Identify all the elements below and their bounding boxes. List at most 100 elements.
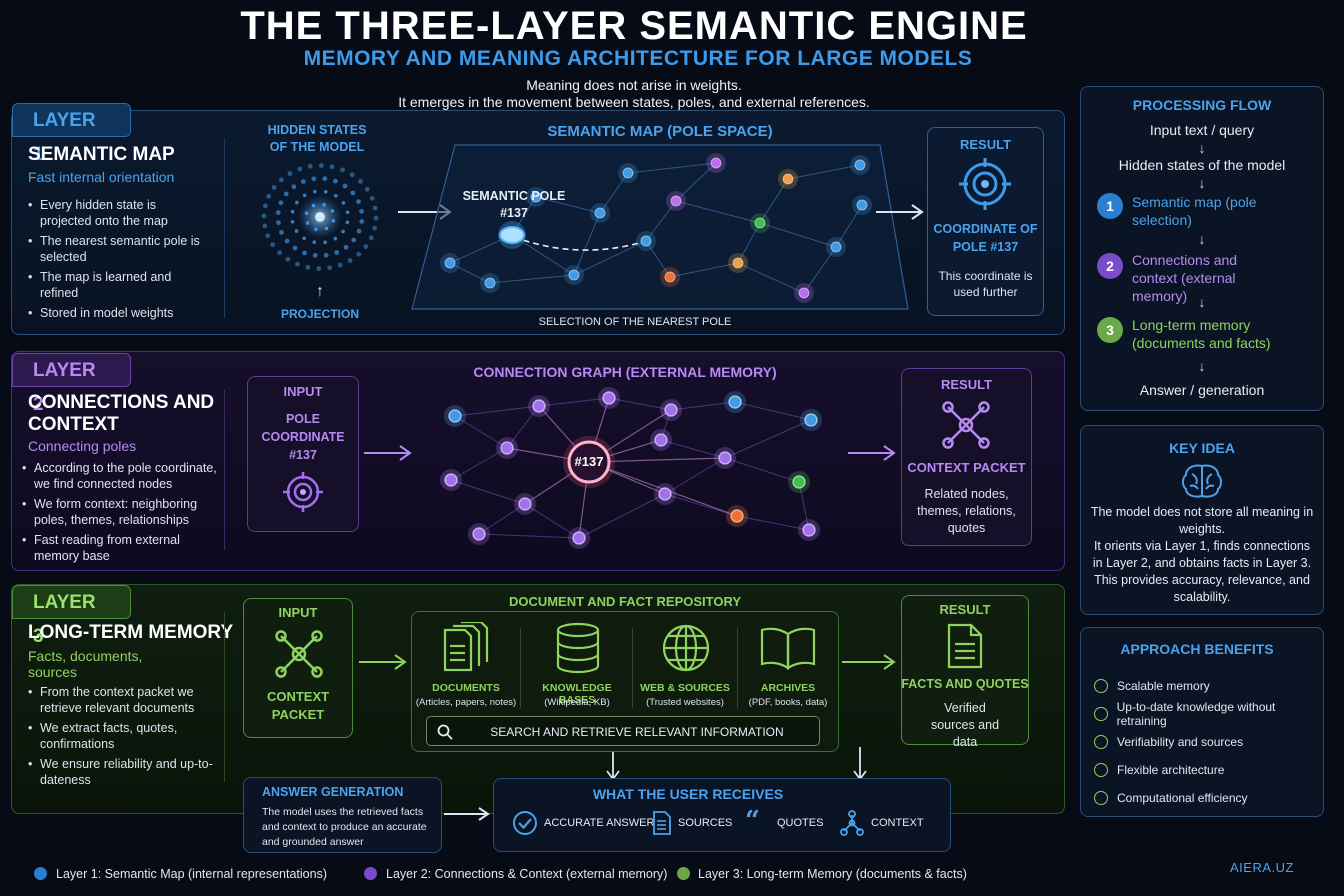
hidden-state-dot	[359, 208, 364, 214]
hidden-state-dot	[275, 210, 281, 215]
graph-edge	[588, 457, 726, 463]
hidden-state-dot	[359, 219, 365, 224]
repo-item-name: ARCHIVES	[760, 682, 816, 694]
target-icon	[959, 158, 1011, 210]
hidden-state-dot	[305, 221, 310, 225]
globe-icon	[662, 624, 710, 672]
list-item: Computational efficiency	[1094, 784, 1322, 812]
hidden-state-dot	[356, 199, 361, 205]
graph-edge	[478, 533, 580, 539]
graph-node	[792, 475, 806, 489]
list-item: We form context: neighboring poles, them…	[22, 496, 217, 528]
layer3-input-title: INPUT	[278, 605, 318, 620]
layer3-input-box	[243, 598, 353, 738]
repo-item-desc: (Trusted websites)	[646, 697, 724, 708]
arrow-right-icon	[848, 445, 896, 461]
graph-edge	[478, 503, 526, 535]
book-icon	[760, 627, 816, 671]
graph-edge	[450, 479, 526, 505]
graph-node	[718, 451, 732, 465]
semantic-pole-label: SEMANTIC POLE #137	[462, 189, 566, 220]
quote-icon: “	[745, 806, 760, 836]
receives-item-quotes: QUOTES	[777, 817, 824, 829]
arrow-down-icon: ↓	[1198, 231, 1206, 247]
receives-item-context: CONTEXT	[871, 817, 924, 829]
graph-edge	[454, 405, 540, 417]
hidden-state-dot	[337, 262, 343, 268]
hidden-state-dot	[341, 229, 345, 234]
layer3-subtitle: Facts, documents, sources	[28, 648, 143, 680]
hidden-state-dot	[373, 215, 379, 221]
benefits-list: Scalable memory Up-to-date knowledge wit…	[1094, 672, 1322, 812]
search-bar[interactable]: SEARCH AND RETRIEVE RELEVANT INFORMATION	[426, 716, 820, 746]
arrow-down-icon: ↓	[1198, 140, 1206, 156]
graph-edge	[734, 401, 812, 421]
graph-edge	[608, 397, 672, 411]
hidden-state-dot	[276, 220, 281, 226]
repo-item-name: WEB & SOURCES	[640, 682, 730, 694]
receives-item-answer: ACCURATE ANSWER	[544, 817, 655, 829]
hidden-state-dot	[368, 235, 374, 241]
hidden-state-dot	[323, 252, 329, 258]
map-node	[710, 157, 722, 169]
hidden-state-dot	[318, 163, 324, 168]
hidden-state-dot	[316, 266, 322, 271]
hidden-state-dot	[270, 242, 276, 248]
network-icon	[942, 401, 990, 449]
legend-layer1: Layer 1: Semantic Map (internal represen…	[56, 867, 327, 881]
hidden-state-dot	[292, 245, 298, 251]
map-node	[754, 217, 766, 229]
arrow-right-icon	[364, 445, 412, 461]
hidden-state-dot	[284, 238, 290, 244]
checkmark-icon	[1094, 763, 1108, 777]
layer3-input-text: CONTEXT PACKET	[266, 689, 330, 722]
layer2-input-title: INPUT	[283, 384, 323, 399]
list-item: Up-to-date knowledge without retraining	[1094, 700, 1322, 728]
hidden-state-dot	[271, 185, 277, 190]
layer2-result-text: Related nodes, themes, relations, quotes	[917, 487, 1016, 535]
map-node	[594, 207, 606, 219]
graph-edge	[660, 439, 726, 459]
hidden-state-dot	[330, 209, 335, 213]
graph-node	[518, 497, 532, 511]
repo-item-desc: (Articles, papers, notes)	[415, 697, 517, 708]
list-item: From the context packet we retrieve rele…	[28, 684, 213, 716]
page-title: THE THREE-LAYER SEMANTIC ENGINE	[240, 4, 1028, 48]
target-icon	[283, 472, 323, 512]
benefits-box	[1080, 627, 1324, 817]
checkmark-circle-icon	[513, 811, 537, 835]
layer2-result-head: CONTEXT PACKET	[907, 460, 1026, 475]
map-node	[854, 159, 866, 171]
arrow-right-icon	[842, 654, 896, 670]
benefits-title: APPROACH BENEFITS	[1120, 641, 1274, 657]
divider	[224, 612, 225, 782]
repo-item-desc: (PDF, books, data)	[748, 697, 828, 708]
hidden-states-cloud-icon	[261, 163, 379, 271]
graph-node	[532, 399, 546, 413]
graph-node	[472, 527, 486, 541]
layer1-bullets: Every hidden state is projected onto the…	[28, 197, 208, 325]
layer3-result-head: FACTS AND QUOTES	[901, 677, 1029, 691]
hidden-state-dot	[277, 250, 282, 256]
arrow-right-icon	[444, 807, 490, 821]
semantic-map	[411, 144, 909, 310]
network-icon	[275, 630, 323, 678]
hidden-state-dot	[305, 264, 311, 270]
hidden-state-dot	[278, 177, 284, 183]
list-item: According to the pole coordinate, we fin…	[22, 460, 217, 492]
answer-generation-text: The model uses the retrieved facts and c…	[262, 806, 427, 848]
flow-step-number: 3	[1097, 317, 1123, 343]
graph-node	[664, 403, 678, 417]
tagline-line-1: Meaning does not arise in weights.	[526, 77, 742, 93]
graph-node	[444, 473, 458, 487]
hidden-state-dot	[356, 228, 362, 234]
hidden-state-dot	[327, 265, 333, 271]
hidden-state-dot	[300, 179, 306, 184]
graph-node	[448, 409, 462, 423]
graph-node	[802, 523, 816, 537]
flow-step-1: Semantic map (pole selection)	[1132, 194, 1257, 228]
semantic-map-title: SEMANTIC MAP (POLE SPACE)	[547, 123, 773, 140]
layer2-result-title: RESULT	[940, 377, 993, 392]
graph-edge	[798, 481, 810, 531]
hidden-state-dot	[302, 250, 307, 256]
